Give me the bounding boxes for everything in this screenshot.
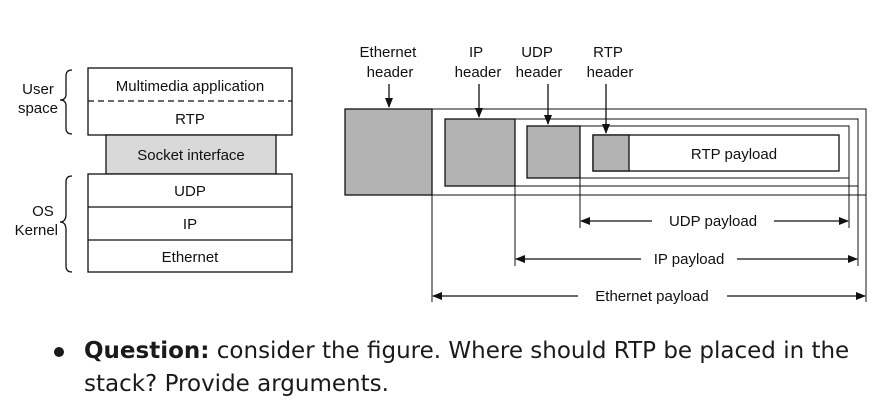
bullet-icon — [54, 347, 64, 357]
ip-header-label: IP header — [455, 44, 502, 81]
question-lead: Question: — [84, 338, 210, 364]
ethernet-payload-label: Ethernet payload — [595, 288, 708, 305]
rtp-layer: RTP — [175, 111, 205, 128]
user-space-brace — [59, 69, 73, 135]
ip-layer: IP — [183, 216, 197, 233]
kernel-box — [87, 173, 293, 273]
rtp-header-block — [592, 134, 630, 172]
os-kernel-brace — [59, 175, 73, 273]
rtp-header-label: RTP header — [587, 44, 634, 81]
packet-encapsulation: Ethernet header IP header UDP header RTP… — [344, 44, 867, 305]
question-bullet: Question: consider the figure. Where sho… — [54, 335, 864, 401]
udp-payload-label: UDP payload — [669, 213, 757, 230]
ethernet-header-block — [344, 108, 433, 196]
rtp-payload-box — [592, 134, 840, 172]
ip-payload-label: IP payload — [654, 251, 725, 268]
udp-layer: UDP — [174, 183, 206, 200]
udp-header-block — [526, 125, 581, 179]
user-space-label: User space — [18, 81, 58, 117]
protocol-stack: User space OS Kernel Multimedia applicat… — [15, 67, 293, 273]
ethernet-header-label: Ethernet header — [360, 44, 421, 81]
ethernet-layer: Ethernet — [162, 249, 220, 266]
udp-header-label: UDP header — [516, 44, 563, 81]
multimedia-application-layer: Multimedia application — [116, 78, 264, 95]
question-text: consider the figure. Where should RTP be… — [84, 338, 850, 397]
rtp-payload-label: RTP payload — [691, 146, 777, 163]
ip-header-block — [444, 118, 516, 187]
socket-interface-label: Socket interface — [137, 147, 245, 164]
os-kernel-label: OS Kernel — [15, 203, 58, 239]
